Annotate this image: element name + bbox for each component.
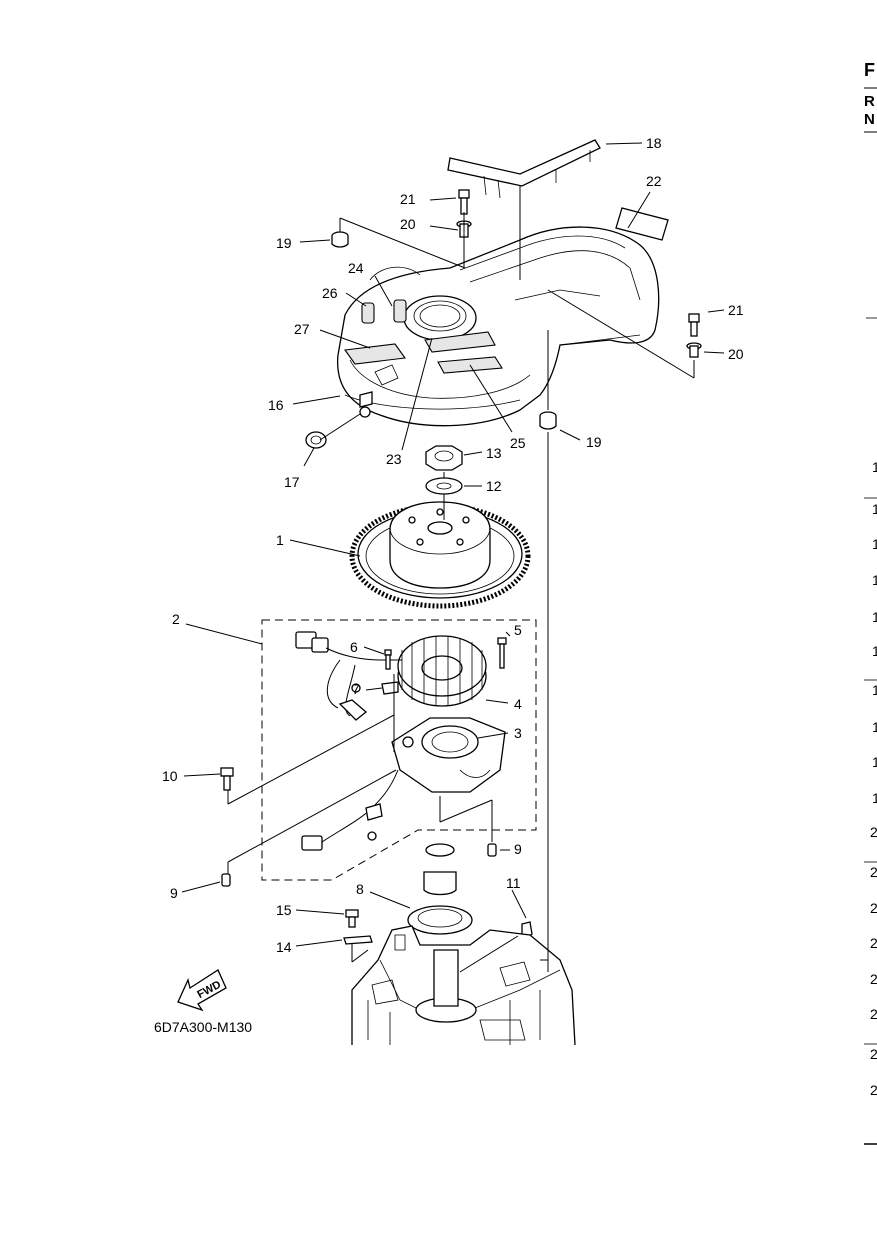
callout-16: 16 (268, 397, 284, 413)
edge-item: 1 (872, 501, 877, 517)
grommet-19-right (539, 411, 557, 430)
plate-14 (343, 935, 373, 945)
ring-8 (407, 843, 473, 935)
bolt-21-upper (458, 189, 470, 215)
callout-8: 8 (356, 881, 364, 897)
bolt-21-right (688, 313, 700, 337)
fwd-arrow-icon: FWD (177, 969, 227, 1012)
callout-25: 25 (510, 435, 526, 451)
callout-27: 27 (294, 321, 310, 337)
label-22 (615, 207, 669, 241)
edge-item: 2 (870, 971, 877, 987)
callout-7: 7 (352, 681, 360, 697)
edge-header-char-1: F (864, 60, 875, 80)
grommet-19-left (331, 231, 349, 248)
flywheel-magneto (349, 501, 531, 609)
clamp-7 (381, 681, 399, 695)
callout-23: 23 (386, 451, 402, 467)
callout-20-right: 20 (728, 346, 744, 362)
leader-lines (181, 142, 725, 973)
callout-2: 2 (172, 611, 180, 627)
edge-item: 2 (870, 900, 877, 916)
edge-item: 1 (872, 459, 877, 475)
dowel-pin-9-left (221, 873, 231, 887)
edge-item: 1 (872, 754, 877, 770)
callout-13: 13 (486, 445, 502, 461)
edge-item: 1 (872, 719, 877, 735)
callout-labels: 1 2 3 4 5 6 7 8 9 9 10 11 12 13 14 15 16… (162, 135, 744, 955)
callout-19-left: 19 (276, 235, 292, 251)
bolt-10 (220, 767, 234, 791)
screw-15 (345, 909, 359, 928)
callout-20-upper: 20 (400, 216, 416, 232)
callout-3: 3 (514, 725, 522, 741)
edge-item: 1 (872, 682, 877, 698)
callout-4: 4 (514, 696, 522, 712)
callout-14: 14 (276, 939, 292, 955)
edge-item: 2 (870, 1006, 877, 1022)
grommet-17 (305, 431, 327, 449)
edge-item: 2 (870, 1082, 877, 1098)
engine-block (351, 925, 576, 1046)
pulser-lead-wire (301, 769, 399, 851)
dowel-pin-9-right (487, 843, 497, 857)
edge-item: 1 (872, 572, 877, 588)
callout-9-right: 9 (514, 841, 522, 857)
stator-assembly-box (261, 619, 537, 881)
edge-item: 1 (872, 643, 877, 659)
edge-header-char-3: N (864, 111, 875, 128)
right-edge-fragment: F R N 1 1 1 1 1 1 1 1 1 1 2 2 2 2 2 2 2 … (864, 60, 877, 1145)
stator-coil (397, 635, 487, 707)
callout-5: 5 (514, 622, 522, 638)
callout-18: 18 (646, 135, 662, 151)
callout-19-right: 19 (586, 434, 602, 450)
callout-12: 12 (486, 478, 502, 494)
callout-26: 26 (322, 285, 338, 301)
collar-20-right (686, 342, 702, 358)
callout-1: 1 (276, 532, 284, 548)
edge-item: 1 (872, 790, 877, 806)
callout-21-right: 21 (728, 302, 744, 318)
callout-6: 6 (350, 639, 358, 655)
screw-6 (384, 649, 392, 670)
edge-item: 1 (872, 536, 877, 552)
callout-9-left: 9 (170, 885, 178, 901)
edge-item: 1 (872, 609, 877, 625)
callout-21-upper: 21 (400, 191, 416, 207)
screw-5 (497, 637, 507, 669)
lead-wire-2 (295, 631, 402, 721)
callout-15: 15 (276, 902, 292, 918)
plate-18 (447, 139, 601, 205)
callout-24: 24 (348, 260, 364, 276)
callout-22: 22 (646, 173, 662, 189)
diagram-code: 6D7A300-M130 (154, 1019, 252, 1035)
edge-item: 2 (870, 864, 877, 880)
nut-13 (425, 445, 463, 471)
callout-10: 10 (162, 768, 178, 784)
edge-header-char-2: R (864, 93, 875, 110)
edge-item: 2 (870, 935, 877, 951)
flywheel-cover (336, 226, 660, 427)
stator-base-3 (391, 717, 506, 793)
edge-item: 2 (870, 1046, 877, 1062)
callout-17: 17 (284, 474, 300, 490)
callout-11: 11 (506, 875, 521, 891)
washer-12 (425, 477, 463, 495)
edge-item: 2 (870, 824, 877, 840)
